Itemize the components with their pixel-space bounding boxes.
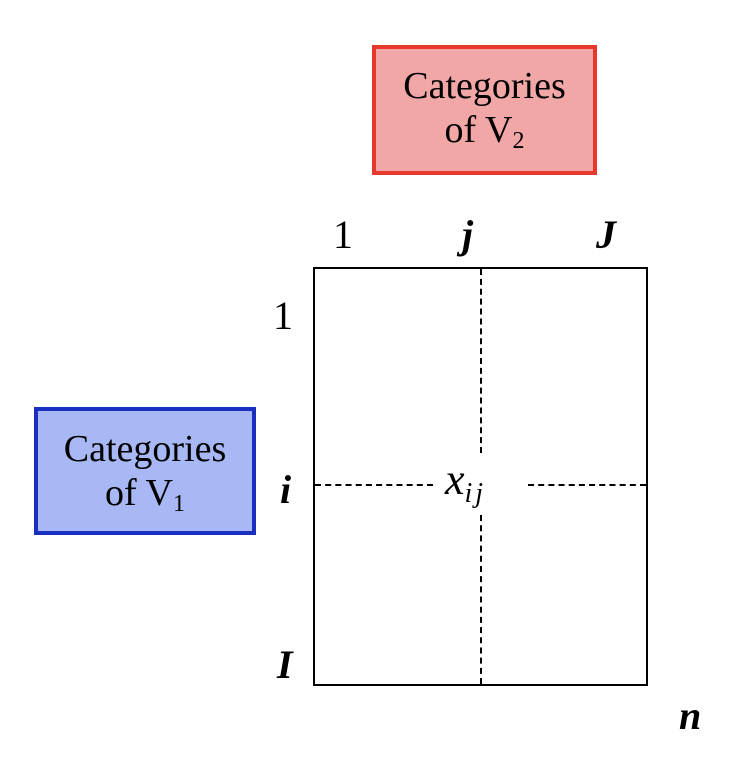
column-box-subscript: 2 — [512, 128, 525, 154]
column-label-middle: j — [462, 212, 474, 257]
row-i-guide-left — [315, 484, 433, 486]
data-matrix — [313, 267, 648, 686]
row-box-line2: of V1 — [38, 471, 252, 517]
column-box-line1: Categories — [403, 65, 566, 107]
cell-subscript: ij — [464, 478, 487, 509]
row-label-last: I — [277, 642, 293, 687]
column-j-guide-lower — [480, 515, 482, 684]
row-box-line1: Categories — [63, 428, 227, 470]
column-box-prefix: of V — [444, 109, 513, 151]
row-i-guide-right — [528, 484, 646, 486]
row-label-middle: i — [280, 467, 292, 512]
cell-value-label: xij — [445, 455, 486, 508]
row-box-subscript: 1 — [172, 491, 185, 517]
column-label-last: J — [596, 212, 616, 257]
column-variable-box: Categories of V2 — [372, 45, 597, 175]
column-j-guide-upper — [480, 269, 482, 453]
row-box-prefix: of V — [105, 472, 173, 514]
row-variable-box: Categories of V1 — [34, 407, 256, 535]
total-count-label: n — [679, 693, 702, 738]
column-label-first: 1 — [333, 212, 353, 257]
column-box-line2: of V2 — [376, 108, 593, 154]
row-label-first: 1 — [273, 293, 293, 338]
cell-symbol: x — [445, 455, 465, 504]
